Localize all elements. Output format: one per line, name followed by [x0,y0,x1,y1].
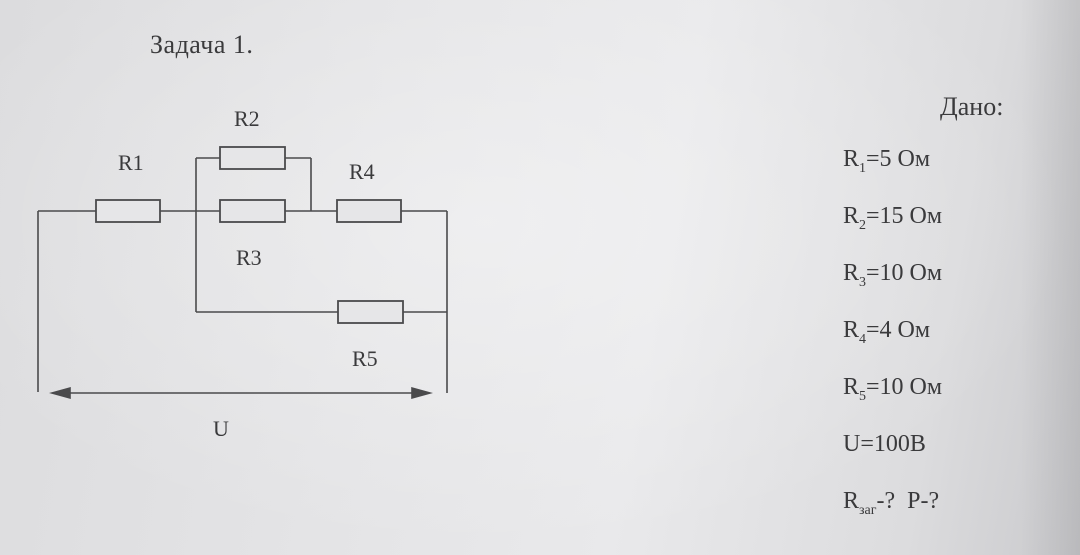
label-r2: R2 [234,106,260,131]
given-list: R1=5 Ом R2=15 Ом R3=10 Ом R4=4 Ом R5=10 … [843,146,942,545]
given-item-r2: R2=15 Ом [843,203,943,233]
paper-edge-shadow [1020,0,1080,555]
question-line: Rзаг-?P-? [843,488,940,518]
given-item-r1: R1=5 Ом [843,146,931,176]
label-r5: R5 [352,346,378,371]
given-heading: Дано: [940,92,1004,121]
given-item-r3: R3=10 Ом [843,260,943,290]
resistor-r4 [336,199,402,223]
voltage-arrow-left-head [49,386,71,400]
resistor-r2 [219,146,286,170]
given-item-r4: R4=4 Ом [843,317,931,347]
resistor-r3 [219,199,286,223]
resistor-r5 [337,300,404,324]
task-title: Задача 1. [150,30,254,59]
given-item-r5: R5=10 Ом [843,374,943,404]
label-u: U [213,416,229,441]
voltage-arrow-right-head [411,386,433,400]
label-r3: R3 [236,245,262,270]
given-item-u: U=100В [843,431,926,457]
resistor-r1 [95,199,161,223]
label-r4: R4 [349,159,375,184]
label-r1: R1 [118,150,144,175]
